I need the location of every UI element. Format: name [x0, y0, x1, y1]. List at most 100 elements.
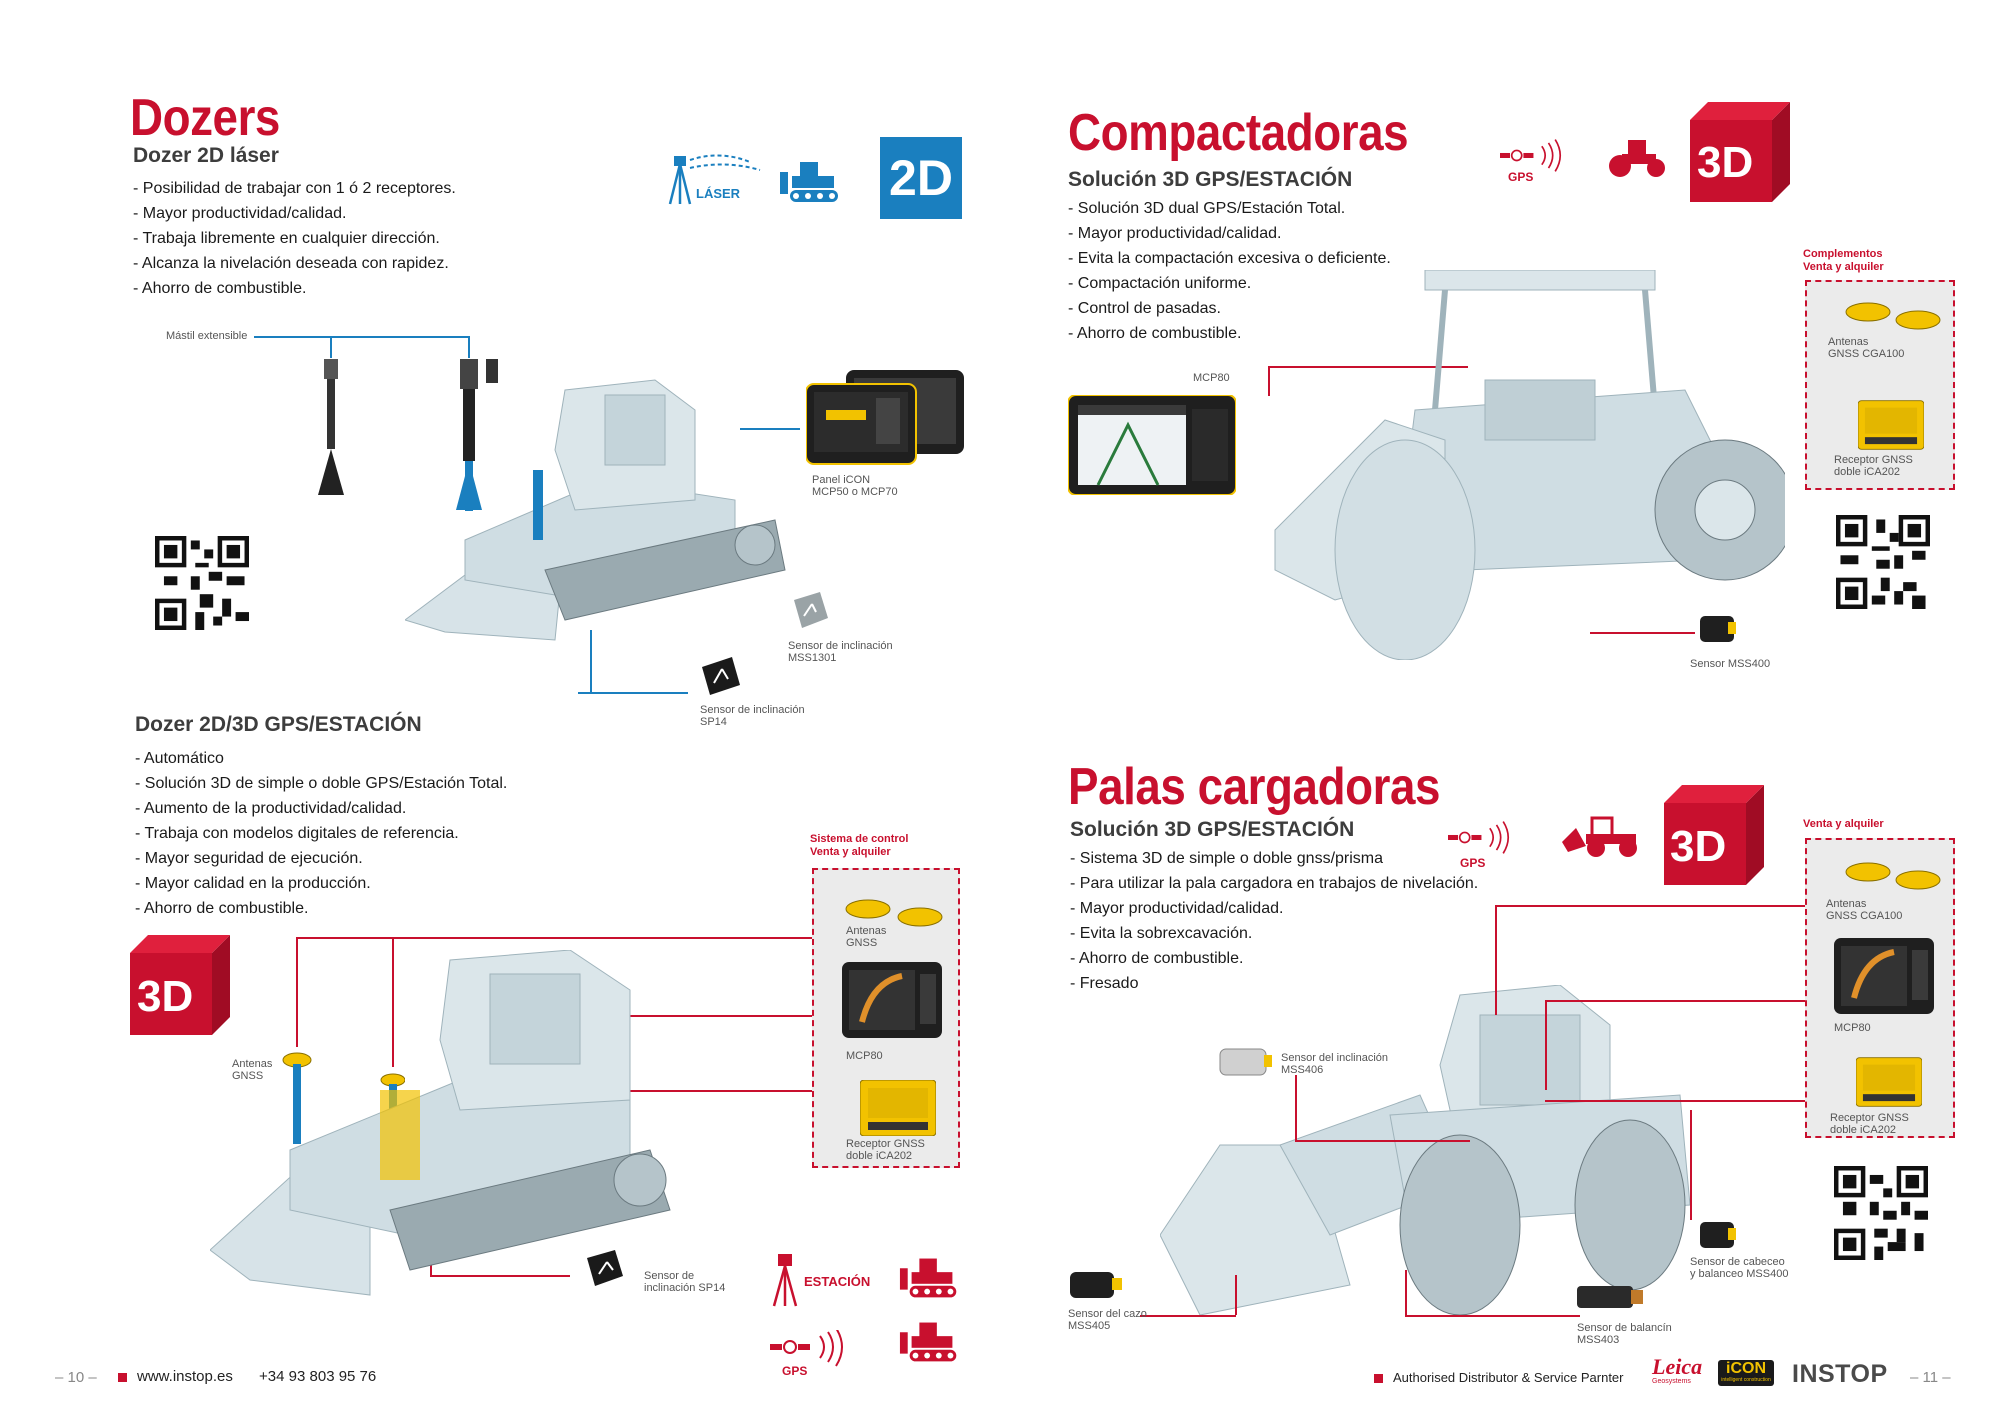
complementos-line2: Venta y alquiler — [1803, 261, 1884, 273]
icon-logo: iCON intelligent construction — [1718, 1360, 1774, 1386]
sensor-sp14-illustration — [702, 657, 740, 695]
sensor-mss400b-illustration — [1700, 1222, 1736, 1248]
connector-line — [330, 336, 332, 358]
roller-icon — [1609, 140, 1665, 177]
palas-bullets: - Sistema 3D de simple o doble gnss/pris… — [1070, 846, 1478, 996]
connector-line — [1495, 905, 1805, 907]
authorised-text: Authorised Distributor & Service Parnter — [1393, 1370, 1624, 1385]
mcp80-box-label: MCP80 — [846, 1050, 883, 1062]
connector-line — [578, 692, 688, 694]
laser-label: LÁSER — [696, 186, 741, 201]
compactadoras-title: Compactadoras — [1068, 104, 1409, 162]
mcp50-mcp70-panel-illustration — [806, 370, 964, 465]
sensor-mss403-line2: MSS403 — [1577, 1334, 1620, 1346]
website-link[interactable]: www.instop.es — [137, 1368, 233, 1385]
bullet-square-icon — [1374, 1374, 1383, 1384]
bullet: - Trabaja libremente en cualquier direcc… — [133, 230, 440, 247]
qr-code[interactable] — [1834, 1166, 1928, 1260]
connector-line — [1545, 1000, 1805, 1002]
sensor-sp14-bottom-line2: inclinación SP14 — [644, 1282, 726, 1294]
compactadoras-subtitle: Solución 3D GPS/ESTACIÓN — [1068, 168, 1353, 191]
bullet: - Mayor productividad/calidad. — [133, 205, 347, 222]
palas-title: Palas cargadoras — [1068, 758, 1440, 816]
sensor-mss400-illustration — [1700, 616, 1736, 642]
mcp80-illustration — [842, 962, 942, 1038]
wheel-loader-icon — [1562, 816, 1637, 857]
connector-line — [296, 937, 812, 939]
connector-line — [392, 937, 394, 1067]
connector-line — [1495, 905, 1497, 1015]
connector-line — [1295, 1140, 1470, 1142]
wheel-loader-illustration — [1160, 985, 1691, 1316]
connector-line — [296, 937, 298, 1047]
antenas-left-line2: GNSS — [232, 1070, 264, 1082]
page-number-right: – 11 – — [1910, 1369, 1951, 1386]
connector-line — [595, 1090, 812, 1092]
sensor-mss406-illustration — [1219, 1048, 1272, 1076]
bullet: - Ahorro de combustible. — [135, 900, 309, 917]
gps-label-left: GPS — [782, 1364, 808, 1378]
dozer-3d-subtitle: Dozer 2D/3D GPS/ESTACIÓN — [135, 713, 422, 736]
bullet: - Solución 3D de simple o doble GPS/Esta… — [135, 775, 508, 792]
connector-line — [1690, 1110, 1692, 1220]
qr-code[interactable] — [1836, 515, 1930, 609]
dozer-red-icon — [899, 1258, 957, 1298]
bullet: - Alcanza la nivelación deseada con rapi… — [133, 255, 449, 272]
antenna-illustration — [1845, 862, 1941, 890]
bullet: - Trabaja con modelos digitales de refer… — [135, 825, 459, 842]
icon-logo-text: iCON — [1726, 1360, 1766, 1377]
connector-line — [1405, 1315, 1580, 1317]
estacion-label: ESTACIÓN — [804, 1274, 871, 1289]
dozer-3d-bullets: - Automático - Solución 3D de simple o d… — [135, 746, 507, 921]
mcp80-label: MCP80 — [1193, 372, 1230, 384]
dozer-red-icon-2 — [899, 1322, 957, 1362]
connector-line — [1545, 1100, 1805, 1102]
bullet: - Compactación uniforme. — [1068, 275, 1252, 292]
badge-3d-palas: 3D — [1670, 822, 1727, 871]
bullet: - Mayor productividad/calidad. — [1070, 900, 1284, 917]
bullet: - Mayor productividad/calidad. — [1068, 225, 1282, 242]
mast-receivers-illustration — [318, 359, 498, 511]
leica-logo: Leica Geosystems — [1652, 1356, 1702, 1386]
connector-line — [1590, 632, 1695, 634]
connector-line — [254, 336, 470, 338]
connector-line — [468, 336, 470, 358]
antenas-cga-line2: GNSS CGA100 — [1828, 348, 1905, 360]
sensor-mss1301-illustration — [794, 592, 828, 628]
dozer-2d-subtitle: Dozer 2D láser — [133, 144, 279, 167]
receptor2-line1: Receptor GNSS — [1830, 1112, 1909, 1124]
bullet: - Para utilizar la pala cargadora en tra… — [1070, 875, 1479, 892]
sensor-mss400-label: Sensor MSS400 — [1690, 658, 1771, 670]
antenas-cga-line1: Antenas — [1828, 336, 1869, 348]
badge-3d-comp: 3D — [1697, 138, 1754, 187]
bullet: - Ahorro de combustible. — [1070, 950, 1244, 967]
sensor-sp14-line1: Sensor de inclinación — [700, 704, 805, 716]
badge-3d-frame — [1690, 102, 1790, 202]
receptor2-line2: doble iCA202 — [1830, 1124, 1897, 1136]
icon-logo-sub: intelligent construction — [1721, 1377, 1771, 1383]
receptor-line2: doble iCA202 — [1834, 466, 1901, 478]
antenas-box-line2: GNSS — [846, 937, 878, 949]
antenas-box-line1: Antenas — [846, 925, 887, 937]
mcp80-2-label: MCP80 — [1834, 1022, 1871, 1034]
bullet: - Automático — [135, 750, 224, 767]
laser-icon — [668, 154, 761, 205]
qr-code[interactable] — [155, 536, 249, 630]
control-header-line2: Venta y alquiler — [810, 846, 891, 858]
sensor-mss403-line1: Sensor de balancín — [1577, 1322, 1672, 1334]
instop-logo: INSTOP — [1792, 1360, 1888, 1388]
connector-line — [1268, 366, 1270, 396]
antenas-cga2-line1: Antenas — [1826, 898, 1867, 910]
sensor-sp14-bottom-illustration — [587, 1250, 623, 1286]
total-station-icon — [772, 1254, 798, 1307]
bullet: - Evita la compactación excesiva o defic… — [1068, 250, 1391, 267]
mcp80-illustration — [1834, 938, 1934, 1014]
bullet: - Evita la sobrexcavación. — [1070, 925, 1253, 942]
sensor-mss1301-line1: Sensor de inclinación — [788, 640, 893, 652]
leica-logo-text: Leica — [1652, 1354, 1703, 1379]
complementos-line1: Complementos — [1803, 248, 1883, 260]
mcp80-illustration — [1068, 395, 1236, 495]
gps-satellite-icon — [770, 1330, 843, 1367]
panel-label-line2: MCP50 o MCP70 — [812, 486, 898, 498]
bullet-square-icon — [118, 1372, 127, 1382]
